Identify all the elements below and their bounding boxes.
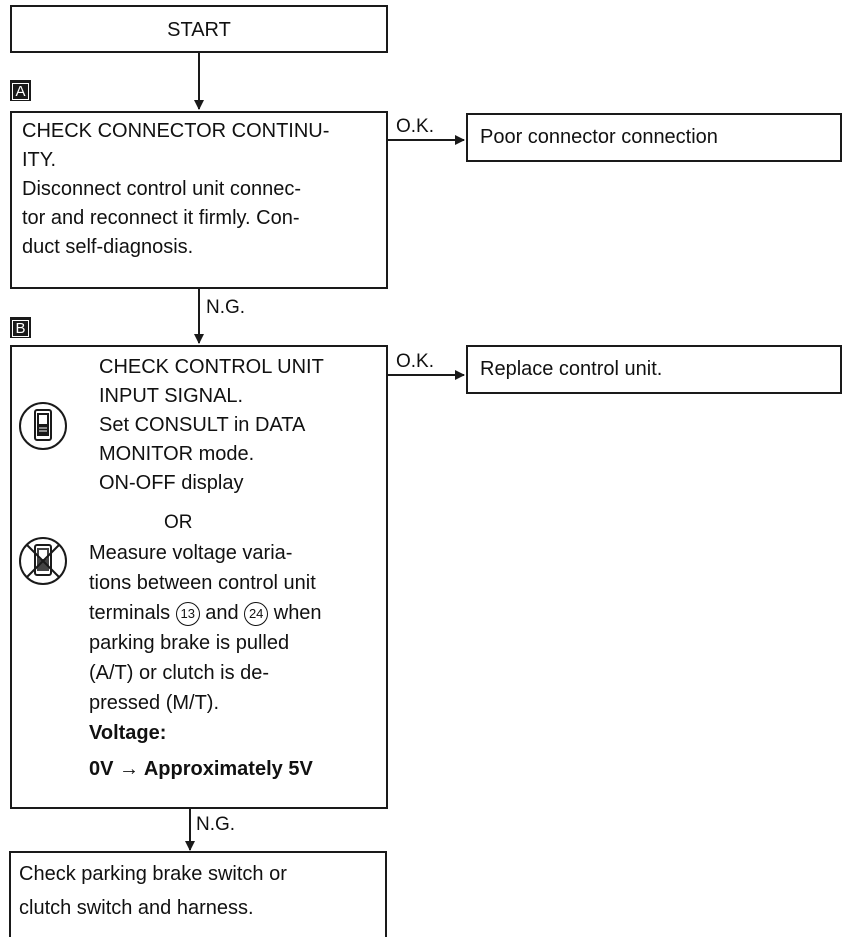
step-b-manual-line-5: (A/T) or clutch is de- [89, 662, 270, 684]
step-a-line-1: CHECK CONNECTOR CONTINU- [22, 120, 330, 142]
step-a-line-4: tor and reconnect it firmly. Con- [22, 207, 300, 229]
step-b-ok-result-box: Replace control unit. [466, 345, 842, 394]
step-a-line-3: Disconnect control unit connec- [22, 178, 302, 200]
consult-tester-icon [19, 402, 67, 450]
terminal-24: 24 [244, 601, 269, 626]
step-b-consult-line-4: MONITOR mode. [99, 443, 255, 465]
step-b-manual-line-3: terminals 13 and 24 when [89, 601, 322, 626]
step-a-line-2: ITY. [22, 149, 57, 171]
final-line-2: clutch switch and harness. [19, 897, 254, 919]
final-line-1: Check parking brake switch or [19, 863, 287, 885]
step-a-ok-result: Poor connector connection [480, 126, 718, 148]
or-label: OR [160, 512, 197, 534]
step-a-line-5: duct self-diagnosis. [22, 236, 194, 258]
step-a-ok-label: O.K. [396, 116, 435, 137]
step-b-consult-line-3: Set CONSULT in DATA [99, 414, 306, 436]
start-box: START [10, 5, 388, 53]
step-b-consult-line-1: CHECK CONTROL UNIT [99, 356, 324, 378]
step-a-box: CHECK CONNECTOR CONTINU- ITY. Disconnect… [10, 111, 388, 289]
step-b-ng-label: N.G. [196, 814, 236, 835]
step-a-ng-label: N.G. [206, 297, 246, 318]
no-consult-tester-icon [19, 537, 67, 585]
voltage-label: Voltage: [89, 722, 167, 744]
step-b-box: CHECK CONTROL UNIT INPUT SIGNAL. Set CON… [10, 345, 388, 809]
step-b-consult-line-5: ON-OFF display [99, 472, 244, 494]
step-a-marker: A [10, 80, 31, 101]
step-a-ok-result-box: Poor connector connection [466, 113, 842, 162]
final-box-outline [9, 851, 387, 937]
step-b-manual-line-4: parking brake is pulled [89, 632, 290, 654]
step-b-ok-result: Replace control unit. [480, 358, 663, 380]
step-b-consult-line-2: INPUT SIGNAL. [99, 385, 244, 407]
step-b-manual-line-2: tions between control unit [89, 572, 316, 594]
step-b-manual-line-1: Measure voltage varia- [89, 542, 293, 564]
step-b-manual-line-6: pressed (M/T). [89, 692, 220, 714]
step-b-ok-label: O.K. [396, 351, 435, 372]
step-b-marker: B [10, 317, 31, 338]
terminal-13: 13 [175, 601, 200, 626]
voltage-value: 0V → Approximately 5V [89, 758, 313, 780]
start-label: START [167, 19, 231, 41]
